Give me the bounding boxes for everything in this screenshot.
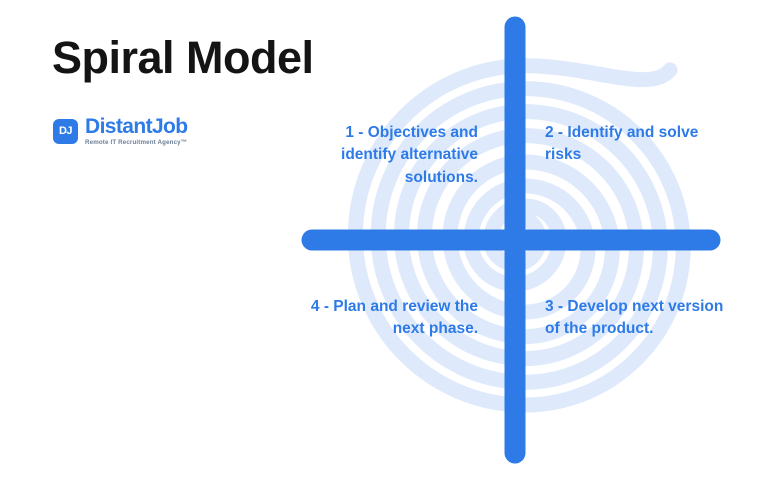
brand-logo: DJ DistantJob Remote IT Recruitment Agen… xyxy=(53,115,188,147)
brand-tagline: Remote IT Recruitment Agency™ xyxy=(85,139,188,147)
page-title: Spiral Model xyxy=(52,32,314,83)
quadrant-label-4: 4 - Plan and review the next phase. xyxy=(310,298,478,338)
quadrant-label-1: 1 - Objectives and identify alternative … xyxy=(341,124,478,186)
quadrant-label-2: 2 - Identify and solve risks xyxy=(545,124,699,164)
brand-name: DistantJob xyxy=(85,115,188,138)
logo-initials: DJ xyxy=(58,124,73,137)
brand-logo-text: DistantJob Remote IT Recruitment Agency™ xyxy=(85,115,188,147)
spiral-axes xyxy=(301,16,721,464)
quadrant-label-3: 3 - Develop next version of the product. xyxy=(545,298,724,338)
distantjob-logo-icon: DJ xyxy=(53,118,78,144)
